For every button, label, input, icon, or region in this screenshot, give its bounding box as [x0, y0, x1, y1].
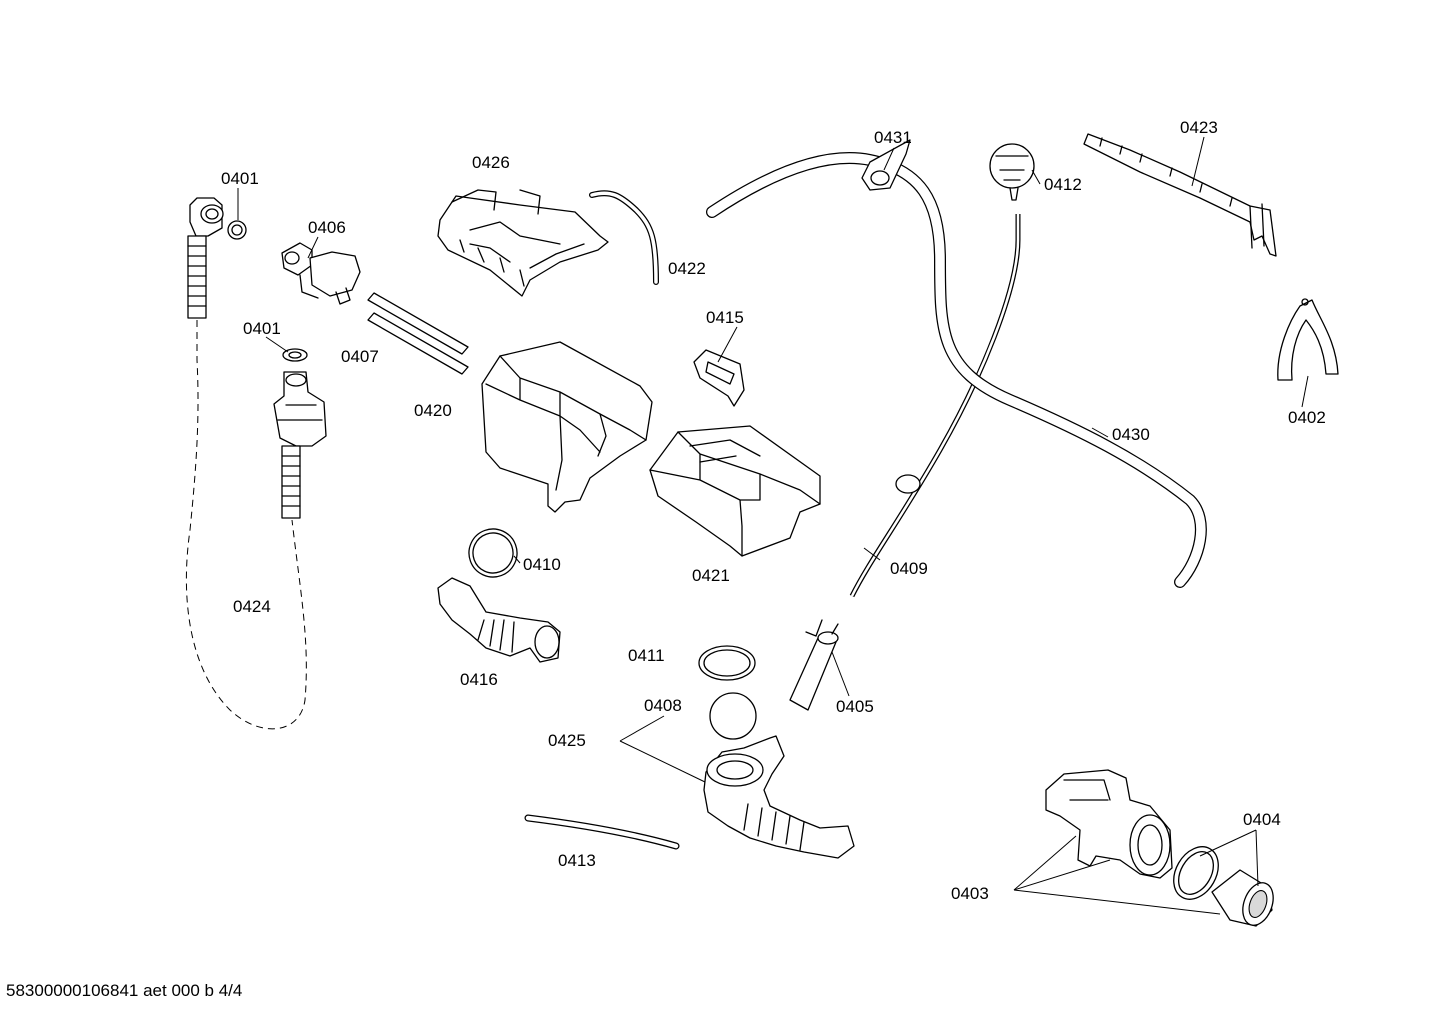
label-0425: 0425 — [548, 731, 586, 750]
part-0421-detergent-drawer — [649, 425, 821, 557]
label-0412: 0412 — [1044, 175, 1082, 194]
part-0416-bellows-hose — [437, 577, 561, 663]
label-0413: 0413 — [558, 851, 596, 870]
drawing-reference-footer: 58300000106841 aet 000 b 4/4 — [6, 981, 243, 1000]
label-0402: 0402 — [1288, 408, 1326, 427]
label-0423: 0423 — [1180, 118, 1218, 137]
label-0408: 0408 — [644, 696, 682, 715]
label-0401-top: 0401 — [221, 169, 259, 188]
part-0430-hose — [706, 152, 1207, 588]
label-0409: 0409 — [890, 559, 928, 578]
part-0415-clip — [693, 349, 745, 407]
part-0412-pressure-switch — [989, 143, 1035, 201]
label-0422: 0422 — [668, 259, 706, 278]
part-0407-rods — [367, 292, 469, 375]
label-0407: 0407 — [341, 347, 379, 366]
label-0406: 0406 — [308, 218, 346, 237]
part-0424-outlet-connector — [273, 371, 327, 519]
part-0406-valve — [281, 242, 361, 305]
label-0420: 0420 — [414, 401, 452, 420]
label-0415: 0415 — [706, 308, 744, 327]
part-0405-sensor — [789, 619, 839, 711]
part-0413-hose — [524, 814, 680, 850]
label-0416: 0416 — [460, 670, 498, 689]
label-0401-lower: 0401 — [243, 319, 281, 338]
label-0430: 0430 — [1112, 425, 1150, 444]
part-0420-dispenser-housing — [481, 341, 653, 513]
part-0422-hose — [589, 190, 659, 285]
label-0403: 0403 — [951, 884, 989, 903]
label-0424: 0424 — [233, 597, 271, 616]
part-0426-dispenser-top — [437, 189, 609, 297]
label-0405: 0405 — [836, 697, 874, 716]
part-0408-ball — [709, 692, 757, 740]
part-0402-clip — [1277, 298, 1339, 381]
part-0401-washer-top — [227, 220, 247, 240]
label-0410: 0410 — [523, 555, 561, 574]
part-0411-seal-ring — [698, 645, 756, 681]
part-0404-filter — [1211, 869, 1274, 927]
label-0411: 0411 — [628, 646, 665, 665]
part-0423-rail — [1083, 133, 1277, 257]
part-0403-drain-pump — [1045, 769, 1173, 879]
label-0431: 0431 — [874, 128, 912, 147]
leader-lines — [237, 136, 1309, 915]
label-0421: 0421 — [692, 566, 730, 585]
part-0424-hose-dashed — [185, 320, 307, 730]
part-0401-inlet-connector — [187, 197, 224, 319]
part-0425-sump — [703, 735, 855, 859]
part-0410-gasket-ring — [468, 528, 518, 578]
label-0426: 0426 — [472, 153, 510, 172]
label-0404: 0404 — [1243, 810, 1281, 829]
part-0401-washer-lower — [282, 348, 308, 362]
part-0404-filter-ring — [1173, 846, 1219, 900]
